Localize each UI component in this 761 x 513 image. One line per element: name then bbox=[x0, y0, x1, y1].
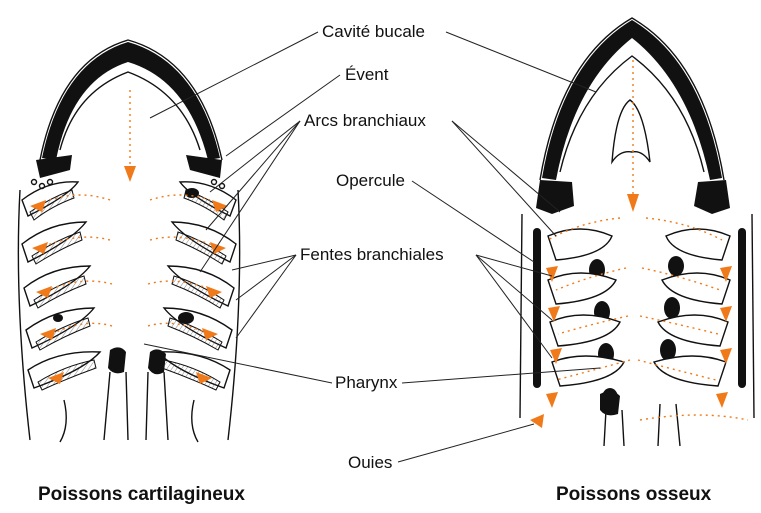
cartilaginous-body-wall-left bbox=[18, 190, 30, 440]
cartilage-block bbox=[148, 349, 166, 374]
label-fentes-branchiales: Fentes branchiales bbox=[300, 245, 444, 264]
water-flow-arrowhead bbox=[627, 194, 639, 212]
cartilaginous-spiracle-left bbox=[36, 155, 72, 178]
label-event: Évent bbox=[345, 65, 389, 84]
leader-arcs-branchiaux-l1 bbox=[210, 121, 300, 192]
gill-arch-bone bbox=[664, 297, 680, 319]
cartilaginous-gill-arches-right bbox=[158, 182, 236, 390]
caption-cartilaginous-fish: Poissons cartilagineux bbox=[38, 484, 245, 505]
water-flow-arrowhead bbox=[124, 166, 136, 182]
label-cavite-bucale: Cavité bucale bbox=[322, 22, 425, 41]
cartilage-block bbox=[53, 314, 63, 322]
water-flow-arrowhead bbox=[530, 414, 544, 428]
bony-body-wall-right bbox=[752, 214, 754, 418]
spiracle-dot bbox=[48, 180, 53, 185]
bony-gill-arches-left bbox=[548, 229, 624, 408]
cartilaginous-jaw-cartilage bbox=[42, 42, 220, 160]
water-flow-arrowhead bbox=[716, 392, 728, 408]
labels-layer: Cavité bucale Évent Arcs branchiaux Oper… bbox=[38, 22, 712, 505]
label-arcs-branchiaux: Arcs branchiaux bbox=[304, 111, 426, 130]
water-flow-line bbox=[640, 415, 748, 420]
cartilage-block bbox=[178, 312, 194, 324]
gill-arch bbox=[548, 229, 612, 260]
gill-arch bbox=[666, 229, 730, 260]
label-ouies: Ouies bbox=[348, 453, 392, 472]
bony-jaw-bone bbox=[542, 20, 722, 180]
bony-gill-arches-right bbox=[654, 229, 730, 386]
caption-bony-fish: Poissons osseux bbox=[556, 484, 712, 505]
bony-skull-block-right bbox=[694, 180, 730, 214]
cartilaginous-fish-figure bbox=[18, 40, 239, 442]
spiracle-dot bbox=[212, 180, 217, 185]
label-opercule: Opercule bbox=[336, 171, 405, 190]
spiracle-dot bbox=[32, 180, 37, 185]
bony-opercule-right bbox=[738, 228, 746, 388]
gill-arch bbox=[548, 273, 616, 304]
bony-pharynx-bone bbox=[600, 391, 620, 415]
cartilaginous-pharynx-floor bbox=[104, 372, 168, 440]
bony-fish-figure bbox=[520, 18, 754, 446]
water-flow-arrowhead bbox=[546, 392, 558, 408]
bony-opercule-left bbox=[533, 228, 541, 388]
cartilage-block bbox=[108, 347, 126, 373]
bony-tongue bbox=[612, 100, 650, 162]
cartilaginous-inner-wall-right bbox=[192, 400, 198, 442]
cartilaginous-inner-wall-left bbox=[60, 400, 66, 442]
leader-cavite-bucale-right bbox=[446, 32, 596, 92]
leader-arcs-branchiaux-r1 bbox=[452, 121, 560, 212]
leader-ouies bbox=[398, 424, 534, 462]
gill-arch-bone bbox=[668, 256, 684, 276]
cartilaginous-gill-arches-left bbox=[22, 182, 100, 390]
label-pharynx: Pharynx bbox=[335, 373, 398, 392]
gill-arch bbox=[654, 356, 726, 386]
